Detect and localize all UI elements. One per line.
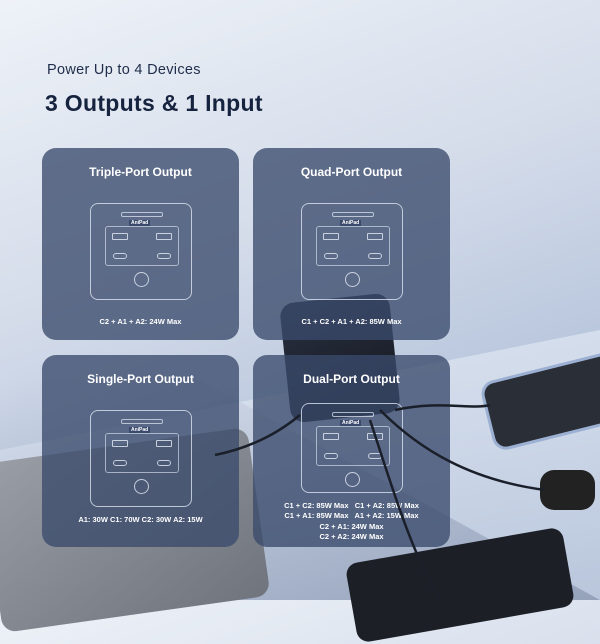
panel-title: Triple-Port Output [89, 165, 192, 179]
usb-c-port-icon [157, 460, 171, 466]
spec-line: C1 + C2: 85W Max C1 + A2: 85W Max [284, 501, 419, 510]
spec-line: A1: 30W C1: 70W C2: 30W A2: 15W [78, 515, 203, 524]
usb-c-port-icon [324, 253, 338, 259]
usb-c-port-icon [157, 253, 171, 259]
display-slot [332, 412, 374, 417]
spec-line: C1 + A1: 85W Max A1 + A2: 15W Max [284, 511, 419, 520]
cables [214, 403, 546, 600]
usb-a-port-icon [112, 233, 128, 240]
charger-diagram: AniPad [90, 203, 192, 300]
port-area [105, 226, 179, 266]
spec-line: C2 + A1 + A2: 24W Max [99, 317, 182, 326]
brand-logo: AniPad [340, 220, 362, 226]
panel-quad-port: Quad-Port Output AniPad C1 + C2 + A1 + A… [253, 148, 450, 340]
panel-title: Dual-Port Output [303, 372, 400, 386]
panel-title: Quad-Port Output [300, 165, 403, 179]
usb-a-port-icon [367, 233, 383, 240]
port-area [105, 433, 179, 473]
spec-line: C2 + A2: 24W Max [319, 532, 384, 541]
charger-diagram: AniPad [90, 410, 192, 507]
subtitle: Power Up to 4 Devices [47, 62, 201, 78]
power-button-icon [134, 272, 149, 287]
spec-line: C2 + A1: 24W Max [319, 522, 384, 531]
usb-c-port-icon [324, 453, 338, 459]
usb-a-port-icon [323, 433, 339, 440]
display-slot [332, 212, 374, 217]
power-button-icon [345, 272, 360, 287]
usb-a-port-icon [323, 233, 339, 240]
usb-a-port-icon [156, 233, 172, 240]
brand-logo: AniPad [129, 427, 151, 433]
charger-diagram: AniPad [301, 203, 403, 300]
page-title: 3 Outputs & 1 Input [45, 90, 263, 116]
earbuds-case [540, 470, 595, 510]
panel-title: Single-Port Output [87, 372, 194, 386]
usb-a-port-icon [156, 440, 172, 447]
panel-single-port: Single-Port Output AniPad A1: 30W C1: 70… [42, 355, 239, 547]
usb-c-port-icon [113, 253, 127, 259]
power-button-icon [345, 472, 360, 487]
charger-diagram: AniPad [301, 403, 403, 493]
panel-triple-port: Triple-Port Output AniPad C2 + A1 + A2: … [42, 148, 239, 340]
usb-c-port-icon [113, 460, 127, 466]
display-slot [121, 419, 163, 424]
panel-dual-port: Dual-Port Output AniPad C1 + C2: 85W Max… [253, 355, 450, 547]
brand-logo: AniPad [129, 220, 151, 226]
brand-logo: AniPad [340, 420, 362, 426]
spec-line: C1 + C2 + A1 + A2: 85W Max [301, 317, 402, 326]
power-button-icon [134, 479, 149, 494]
port-area [316, 226, 390, 266]
display-slot [121, 212, 163, 217]
usb-a-port-icon [112, 440, 128, 447]
usb-c-port-icon [368, 253, 382, 259]
